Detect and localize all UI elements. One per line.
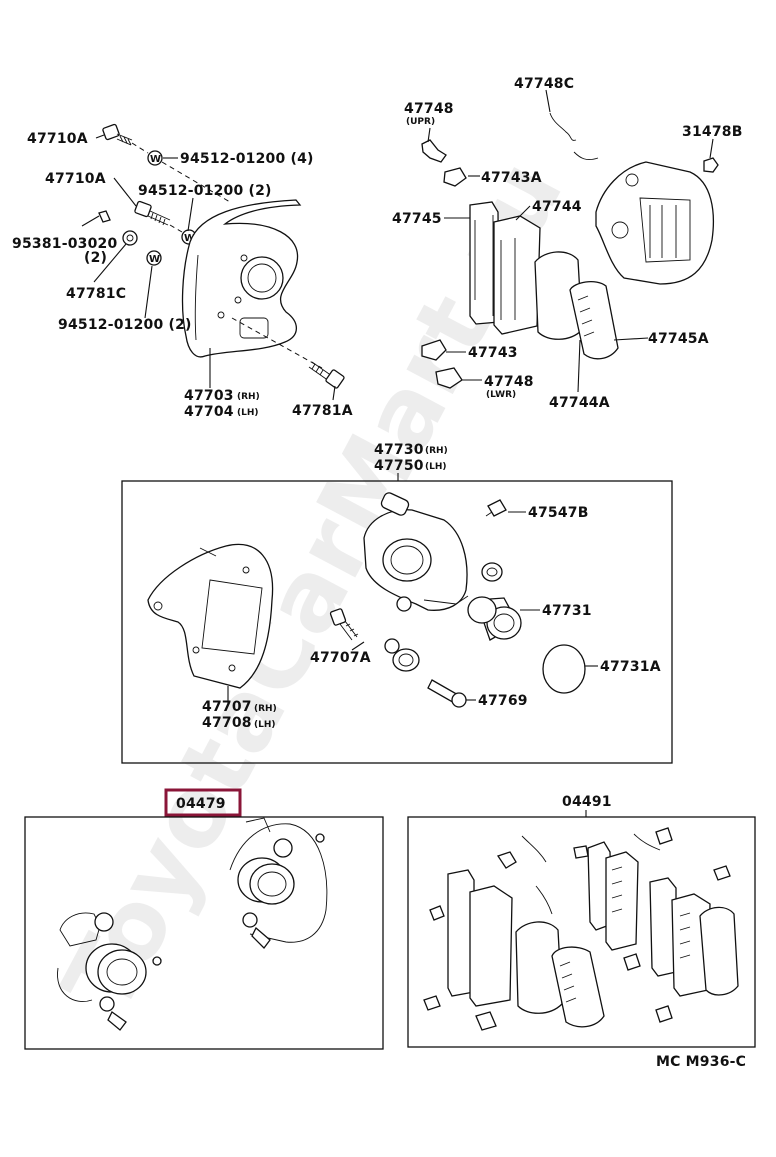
label-47547B: 47547B xyxy=(528,505,589,521)
highlight-box-04479[interactable] xyxy=(164,788,242,817)
label-47708-side: (LH) xyxy=(254,720,276,730)
diagram-code: MC M936-C xyxy=(656,1054,746,1070)
caliper-assembly-group: 47730 (RH) 47750 (LH) xyxy=(121,442,673,764)
label-47748-lower: (LWR) xyxy=(486,390,516,400)
label-47704: 47704 xyxy=(184,404,234,420)
bolt-31478B[interactable] xyxy=(703,157,719,173)
caliper-assembly-box xyxy=(121,480,673,764)
label-47781A: 47781A xyxy=(292,403,353,419)
washer-icon: W xyxy=(147,150,163,166)
label-94512-01200-2: 94512-01200 (2) xyxy=(138,183,272,199)
label-47744A: 47744A xyxy=(549,395,610,411)
label-47781C: 47781C xyxy=(66,286,126,302)
label-47703-side: (RH) xyxy=(237,392,260,402)
clip-47743[interactable] xyxy=(421,339,447,361)
label-47744: 47744 xyxy=(532,199,582,215)
label-47710A: 47710A xyxy=(27,131,88,147)
seal-kit-ring-lower xyxy=(85,943,147,995)
bolt-47710A-top[interactable] xyxy=(102,123,133,146)
shim-47744A[interactable] xyxy=(569,280,619,360)
label-47730: 47730 xyxy=(374,442,424,458)
washer-icon: W xyxy=(146,250,162,266)
label-04479[interactable]: 04479 xyxy=(176,796,226,812)
pad-set-right xyxy=(587,841,739,997)
label-47745: 47745 xyxy=(392,211,442,227)
label-47731A: 47731A xyxy=(600,659,661,675)
label-47710A: 47710A xyxy=(45,171,106,187)
clip-47748-upper[interactable] xyxy=(421,139,447,163)
svg-text:W: W xyxy=(184,233,195,244)
caliper-support[interactable] xyxy=(595,161,715,285)
svg-text:W: W xyxy=(149,254,160,265)
dust-cover-plate[interactable] xyxy=(181,199,302,358)
label-47748-upper: (UPR) xyxy=(406,117,435,127)
kit-04479-box xyxy=(24,816,384,1050)
label-47743A: 47743A xyxy=(481,170,542,186)
label-47750: 47750 xyxy=(374,458,424,474)
label-47707: 47707 xyxy=(202,699,252,715)
label-47748: 47748 xyxy=(484,374,534,390)
bolt-47710A-lower[interactable] xyxy=(134,200,171,226)
bleeder-47547B[interactable] xyxy=(485,499,507,517)
dust-boot[interactable] xyxy=(481,562,503,582)
clip-95381-03020[interactable] xyxy=(98,210,111,223)
seal-47731A[interactable] xyxy=(542,644,586,694)
spring-wire xyxy=(521,835,547,863)
label-47745A: 47745A xyxy=(648,331,709,347)
label-47707-side: (RH) xyxy=(254,704,277,714)
kit-04491-group: 04491 xyxy=(407,794,756,1048)
label-95381-03020: 95381-03020 xyxy=(12,236,117,252)
bolt-47707A[interactable] xyxy=(329,608,359,641)
seal-kit-ring-upper xyxy=(237,857,295,905)
label-47748C: 47748C xyxy=(514,76,574,92)
spring-47748C[interactable] xyxy=(549,112,577,141)
pad-set-left xyxy=(447,869,605,1028)
caliper-mount-47707[interactable] xyxy=(147,543,274,689)
label-47731: 47731 xyxy=(542,603,592,619)
piston-47731[interactable] xyxy=(467,596,522,641)
label-47743: 47743 xyxy=(468,345,518,361)
label-47769: 47769 xyxy=(478,693,528,709)
dust-cover-group: W W W xyxy=(12,123,353,420)
label-31478B: 31478B xyxy=(682,124,743,140)
label-47708: 47708 xyxy=(202,715,252,731)
label-47730-side: (RH) xyxy=(425,446,448,456)
nut-47781C[interactable] xyxy=(122,230,138,246)
slide-bushing[interactable] xyxy=(384,638,420,672)
svg-text:W: W xyxy=(150,154,161,165)
bolt-47781A[interactable] xyxy=(308,361,345,389)
label-47703: 47703 xyxy=(184,388,234,404)
label-47750-side: (LH) xyxy=(425,462,447,472)
label-95381-qty: (2) xyxy=(84,250,107,266)
label-04491: 04491 xyxy=(562,794,612,810)
kit-04491-box xyxy=(407,816,756,1048)
caliper-body[interactable] xyxy=(363,491,469,612)
label-47704-side: (LH) xyxy=(237,408,259,418)
pin-47769[interactable] xyxy=(427,679,467,708)
label-47707A: 47707A xyxy=(310,650,371,666)
label-47748: 47748 xyxy=(404,101,454,117)
clip-47748-lower[interactable] xyxy=(435,367,463,389)
label-94512-01200-4: 94512-01200 (4) xyxy=(180,151,314,167)
pad-group: 47748C 47748 (UPR) 31478B 47743A 47744 4… xyxy=(392,76,743,411)
label-94512-01200-2: 94512-01200 (2) xyxy=(58,317,192,333)
clip-47743A[interactable] xyxy=(443,167,467,187)
shim-47744[interactable] xyxy=(493,215,541,335)
clip-set xyxy=(423,827,731,1031)
kit-04479-group: 04479 xyxy=(24,788,384,1050)
